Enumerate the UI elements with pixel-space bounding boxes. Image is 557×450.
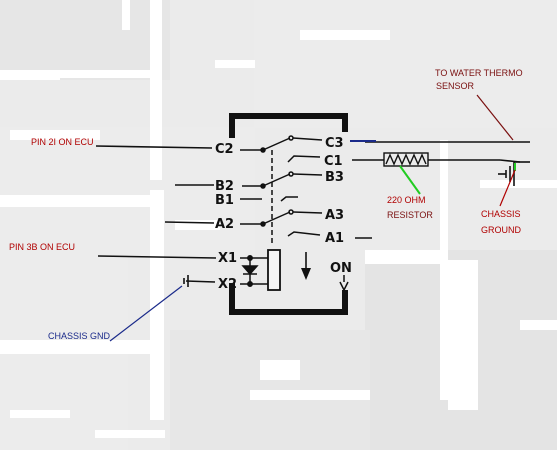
terminal-b2: B2 <box>215 179 234 194</box>
terminal-a3: A3 <box>325 208 344 223</box>
coil-assembly <box>240 249 281 291</box>
terminal-b1: B1 <box>215 193 234 208</box>
annotation-resistor-line2: RESISTOR <box>387 210 433 220</box>
annotation-thermo-line1: TO WATER THERMO <box>435 68 523 78</box>
annotation-pin-21: PIN 2I ON ECU <box>31 137 94 147</box>
on-switch <box>339 275 349 292</box>
terminal-x1: X1 <box>218 251 237 266</box>
terminal-x2: X2 <box>218 277 237 292</box>
arrow-down-icon <box>301 252 311 280</box>
terminal-b3: B3 <box>325 170 344 185</box>
annotation-ground-line1: CHASSIS <box>481 209 521 219</box>
annotation-ground-line2: GROUND <box>481 225 521 235</box>
terminal-a2: A2 <box>215 217 234 232</box>
terminal-labels: C2 C3 C1 B2 B3 B1 A2 A3 A1 X1 X2 ON <box>215 136 352 292</box>
annotation-chassis-gnd: CHASSIS GND <box>48 331 111 341</box>
terminal-a1: A1 <box>325 231 344 246</box>
scan-artifacts <box>0 0 557 438</box>
external-wires-right <box>352 141 530 239</box>
terminal-c1: C1 <box>324 154 343 169</box>
relay-contacts <box>240 135 323 246</box>
chassis-gnd-pointer <box>109 285 183 342</box>
terminal-on: ON <box>330 261 352 276</box>
terminal-c2: C2 <box>215 142 234 157</box>
annotation-pin-3b: PIN 3B ON ECU <box>9 242 75 252</box>
resistor-icon <box>383 152 429 167</box>
resistor-pointer <box>399 165 421 195</box>
annotation-thermo-line2: SENSOR <box>436 81 475 91</box>
ground-icon-right <box>498 161 530 186</box>
external-wires-left <box>95 145 217 287</box>
annotation-resistor-line1: 220 OHM <box>387 195 426 205</box>
terminal-c3: C3 <box>325 136 344 151</box>
relay-housing <box>229 113 348 315</box>
thermo-pointer <box>476 94 514 141</box>
ground-pointer <box>499 169 516 207</box>
